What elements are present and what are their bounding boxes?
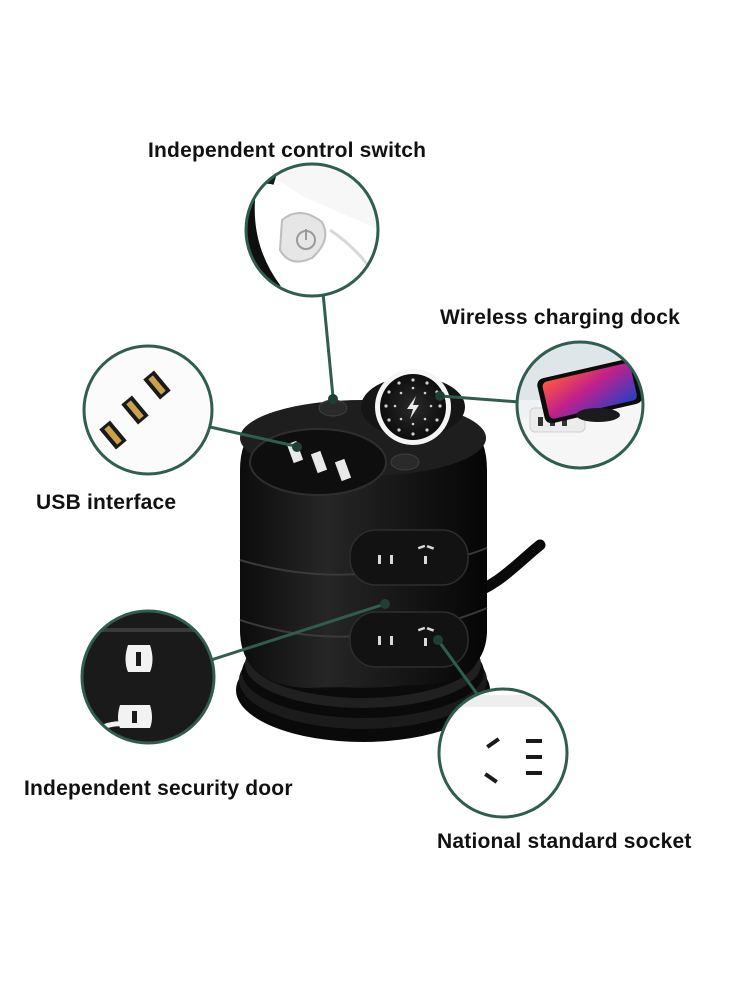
outlet-panels [349, 529, 469, 668]
callout-usb-closeup [82, 344, 214, 476]
leader-lines [209, 292, 520, 699]
power-button-icon [296, 229, 316, 250]
leader-endpoints [292, 391, 445, 645]
callout-door-closeup [80, 609, 216, 745]
control-switch-buttons [318, 399, 420, 471]
label-national-standard-socket: National standard socket [437, 830, 692, 853]
label-usb-interface: USB interface [36, 491, 177, 514]
label-independent-security-door: Independent security door [24, 777, 293, 800]
usb-port-closeup [99, 370, 171, 450]
callout-switch-closeup [244, 162, 380, 298]
callout-wireless-closeup [515, 340, 645, 470]
label-independent-control-switch: Independent control switch [148, 139, 427, 162]
lightning-bolt-icon [407, 396, 419, 419]
label-wireless-charging-dock: Wireless charging dock [440, 306, 680, 329]
callout-socket-closeup [437, 687, 569, 819]
wireless-charging-pad [361, 369, 465, 445]
power-tower-body [239, 369, 488, 688]
smartphone [537, 358, 643, 424]
socket-holes [484, 737, 542, 784]
